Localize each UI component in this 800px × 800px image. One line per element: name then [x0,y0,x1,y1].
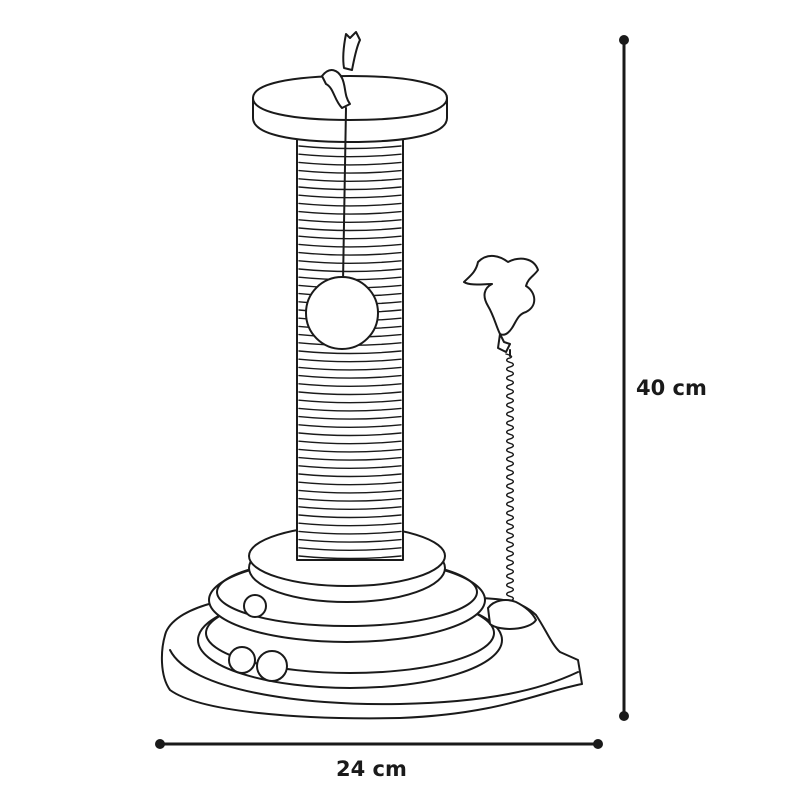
sisal-wrap-line [298,268,402,273]
sisal-wrap-line [298,522,402,527]
sisal-wrap-line [298,169,402,174]
track-ball-icon [228,646,288,682]
sisal-wrap-line [298,424,402,428]
sisal-wrap-line [298,383,402,387]
sisal-wrap-line [298,153,402,158]
top-platform [252,75,448,143]
sisal-wrap-line [298,210,402,215]
sisal-wrap-line [298,547,402,551]
sisal-wrap-line [298,555,402,560]
height-dimension-label: 40 cm [636,376,707,400]
top-feather-toy-icon [321,31,361,109]
sisal-wrap-line [298,260,402,264]
sisal-wrap-line [298,538,402,543]
sisal-wrap-line [298,186,402,191]
sisal-wrap-line [298,415,402,420]
sisal-wrap-line [298,366,402,371]
sisal-wrap-line [298,456,402,461]
sisal-wrap-line [298,473,402,478]
sisal-wrap-line [298,530,402,535]
sisal-wrap-line [298,399,402,404]
sisal-wrap-line [298,497,402,502]
sisal-wrap-line [298,235,402,240]
height-dimension-line [619,35,629,721]
sisal-wrap-line [298,407,402,412]
sisal-wrap-line [298,489,402,494]
sisal-post [296,135,404,561]
sisal-wrap-line [298,202,402,207]
sisal-wrap-line [298,358,402,363]
hanging-ball-toy [305,107,379,350]
sisal-wrap-line [298,432,402,437]
sisal-wrap-line [298,178,402,182]
sisal-wrap-line [298,514,402,519]
sisal-wrap-line [298,481,402,486]
width-dimension-line [155,739,603,749]
sisal-wrap-line [298,440,402,445]
sisal-wrap-line [298,219,402,223]
spring-mouse-toy [463,255,539,607]
sisal-wrap-line [298,465,402,469]
sisal-wrap-line [298,194,402,199]
sisal-wrap-line [298,506,402,510]
width-dimension-label: 24 cm [336,757,407,781]
sisal-wrap-line [298,161,402,166]
track-ball-upper-icon [243,594,267,618]
sisal-wrap-line [298,145,402,150]
sisal-wrap-line [298,251,402,256]
spring-mount [487,599,537,630]
sisal-wrap-line [298,391,402,396]
sisal-wrap-line [298,350,402,355]
sisal-wrap-line [298,448,402,453]
sisal-wrap-line [298,374,402,379]
sisal-wrap-line [298,243,402,248]
sisal-wrap-line [298,227,402,232]
